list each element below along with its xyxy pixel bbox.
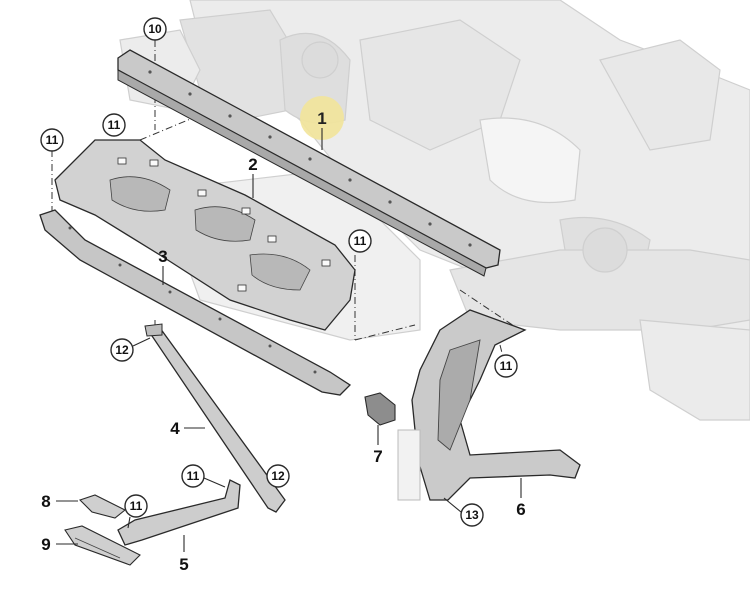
callout-11-top[interactable]: 11 <box>102 113 126 137</box>
part-3-lower-cross-bar <box>39 209 352 396</box>
part-9-bracket-plate <box>64 525 141 566</box>
svg-text:12: 12 <box>115 343 129 357</box>
callout-9[interactable]: 9 <box>41 535 78 554</box>
svg-text:5: 5 <box>179 555 188 574</box>
part-4-diagonal-strut <box>144 323 286 513</box>
svg-text:9: 9 <box>41 535 50 554</box>
callout-11-bracket[interactable]: 11 <box>181 464 226 488</box>
svg-text:11: 11 <box>108 118 121 132</box>
part-5-lower-bracket <box>117 479 241 546</box>
callout-11-left[interactable]: 11 <box>40 128 64 152</box>
callout-11-right-upper[interactable]: 11 <box>348 229 372 253</box>
svg-text:4: 4 <box>170 419 180 438</box>
callout-13[interactable]: 13 <box>443 497 484 527</box>
callout-11-right-lower[interactable]: 11 <box>494 354 518 378</box>
svg-text:11: 11 <box>130 499 143 513</box>
svg-text:13: 13 <box>465 508 479 522</box>
callout-1[interactable]: 1 <box>300 96 344 150</box>
callout-5[interactable]: 5 <box>179 535 189 574</box>
svg-text:7: 7 <box>373 447 382 466</box>
callout-8[interactable]: 8 <box>41 492 78 511</box>
svg-text:8: 8 <box>41 492 50 511</box>
part-8-small-plate <box>78 494 127 519</box>
svg-text:6: 6 <box>516 500 525 519</box>
part-6-side-support <box>397 309 581 501</box>
svg-text:11: 11 <box>354 234 367 248</box>
part-10-upper-cross-member <box>117 49 501 277</box>
part-2-shield-panel <box>54 139 356 331</box>
callout-12-left[interactable]: 12 <box>110 337 151 362</box>
svg-text:3: 3 <box>158 247 167 266</box>
callout-6[interactable]: 6 <box>516 478 526 519</box>
callout-10[interactable]: 10 <box>143 17 167 41</box>
callout-12-right[interactable]: 12 <box>266 464 290 488</box>
callout-2[interactable]: 2 <box>248 155 258 198</box>
part-7-clip-bracket <box>364 392 396 426</box>
svg-text:10: 10 <box>148 22 162 36</box>
svg-text:12: 12 <box>271 469 285 483</box>
svg-text:2: 2 <box>248 155 257 174</box>
callout-3[interactable]: 3 <box>158 247 168 285</box>
svg-text:11: 11 <box>46 133 59 147</box>
svg-text:11: 11 <box>500 359 513 373</box>
callout-11-bottom[interactable]: 11 <box>124 494 148 529</box>
callout-7[interactable]: 7 <box>373 425 383 466</box>
svg-text:1: 1 <box>317 109 326 128</box>
svg-text:11: 11 <box>187 469 200 483</box>
callout-4[interactable]: 4 <box>170 419 205 438</box>
